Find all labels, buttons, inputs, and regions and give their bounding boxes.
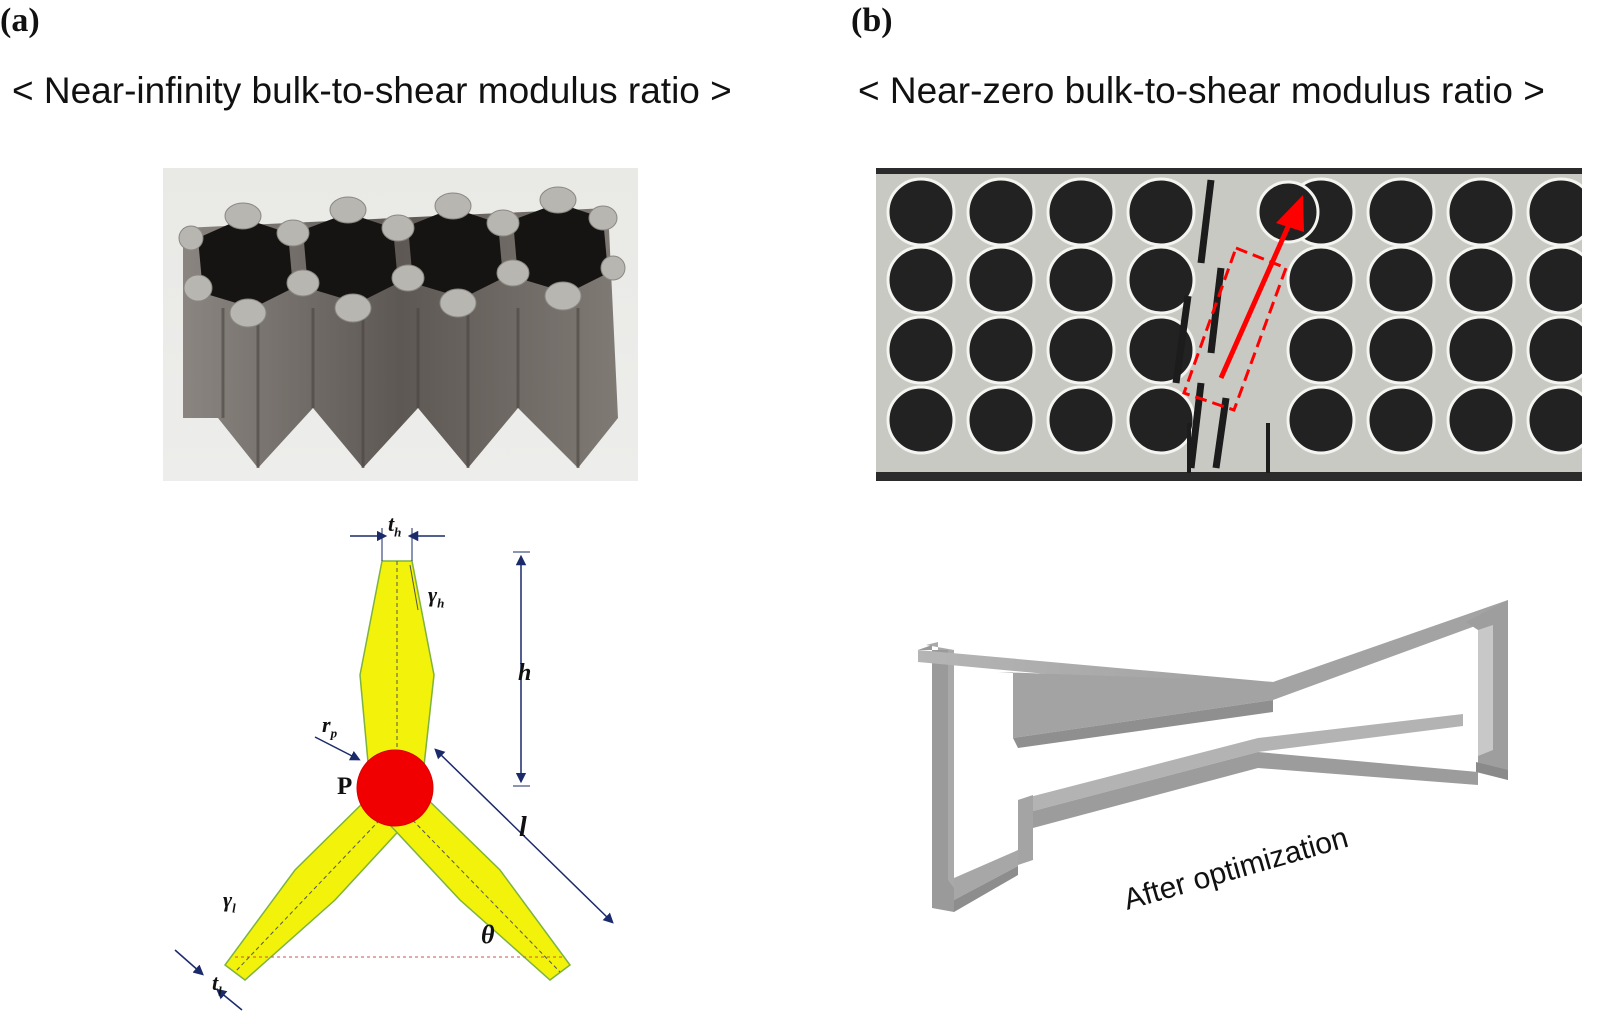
perforated-plate-photo <box>876 168 1582 481</box>
plate-hole <box>966 385 1036 455</box>
plate-hole <box>1286 245 1356 315</box>
plate-hole <box>966 315 1036 385</box>
label-P: P <box>337 773 353 800</box>
plate-hole <box>1366 315 1436 385</box>
plate-hole <box>1526 177 1582 247</box>
plate-hole <box>1366 177 1436 247</box>
label-h: h <box>518 660 532 686</box>
plate-hole <box>1446 177 1516 247</box>
label-t-h: th <box>388 511 402 540</box>
plate-hole <box>1446 245 1516 315</box>
plate-hole <box>886 315 956 385</box>
panel-a-label: (a) <box>0 2 40 39</box>
plate-hole <box>1446 385 1516 455</box>
plate-hole <box>1366 245 1436 315</box>
plate-hole <box>1046 245 1116 315</box>
plate-hole <box>1526 315 1582 385</box>
plate-hole <box>966 245 1036 315</box>
plate-hole <box>1366 385 1436 455</box>
panel-b-label: (b) <box>851 2 893 39</box>
plate-hole <box>1046 385 1116 455</box>
label-gamma-l: γl <box>223 887 236 916</box>
label-r-p: rp <box>322 712 338 741</box>
label-l: l <box>519 812 527 843</box>
optimized-frame-render <box>918 600 1540 930</box>
plate-hole <box>1526 385 1582 455</box>
plate-hole <box>1286 315 1356 385</box>
plate-hole <box>1126 177 1196 247</box>
plate-hole <box>1046 177 1116 247</box>
panel-b-heading: < Near-zero bulk-to-shear modulus ratio … <box>858 70 1545 111</box>
honeycomb-photo <box>163 168 638 481</box>
plate-hole <box>1126 245 1196 315</box>
label-theta: θ <box>481 920 495 949</box>
label-t-l: tl <box>212 970 222 999</box>
plate-hole <box>1446 315 1516 385</box>
plate-hole <box>1526 245 1582 315</box>
plate-hole <box>886 245 956 315</box>
panel-a-heading: < Near-infinity bulk-to-shear modulus ra… <box>12 70 732 111</box>
label-gamma-h: γh <box>428 582 445 611</box>
plate-hole <box>966 177 1036 247</box>
tripod-strut-diagram <box>170 510 640 1028</box>
plate-hole <box>1046 315 1116 385</box>
plate-hole <box>886 385 956 455</box>
plate-hole <box>886 177 956 247</box>
plate-hole <box>1286 385 1356 455</box>
plate-hole <box>1126 385 1196 455</box>
